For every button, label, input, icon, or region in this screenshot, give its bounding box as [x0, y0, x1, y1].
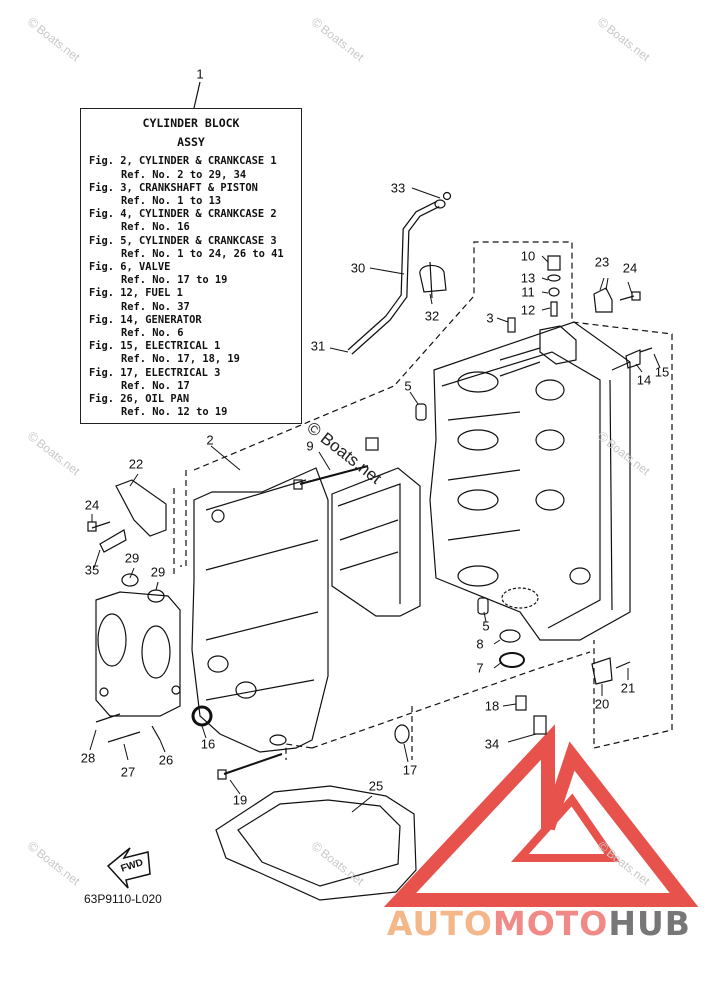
callout-1: 1	[196, 66, 204, 82]
legend-ref: Ref. No. 12 to 19	[121, 406, 228, 419]
legend-subtitle: ASSY	[177, 135, 205, 150]
reference-legend: CYLINDER BLOCK ASSY Fig. 2, CYLINDER & C…	[80, 108, 302, 424]
callout-18: 18	[484, 698, 500, 714]
plug-stack-part	[547, 255, 561, 317]
brand-logo-inner	[511, 793, 620, 862]
callout-19: 19	[232, 792, 248, 808]
legend-ref: Ref. No. 2 to 29, 34	[121, 168, 247, 181]
callout-13: 13	[520, 270, 536, 286]
crankcase-middle-part	[331, 467, 421, 617]
legend-ref: Ref. No. 1 to 13	[121, 195, 222, 208]
gasket-part	[215, 785, 417, 901]
callout-25: 25	[368, 778, 384, 794]
callout-12: 12	[520, 302, 536, 318]
callout-34: 34	[484, 736, 500, 752]
clamp-part	[419, 261, 447, 299]
crankcase-left-part	[191, 467, 329, 753]
callout-5b: 5	[482, 618, 490, 634]
callout-28: 28	[80, 750, 96, 766]
callout-8: 8	[476, 636, 484, 652]
callout-9: 9	[306, 438, 314, 454]
legend-title: CYLINDER BLOCK	[142, 116, 240, 130]
callout-7: 7	[476, 660, 484, 676]
callout-2: 2	[206, 432, 214, 448]
callout-21: 21	[620, 680, 636, 696]
callout-5a: 5	[404, 378, 412, 394]
legend-ref: Ref. No. 6	[121, 327, 184, 340]
cylinder-block-part	[429, 321, 631, 641]
callout-3: 3	[486, 310, 494, 326]
callout-26: 26	[158, 752, 174, 768]
callout-35: 35	[84, 562, 100, 578]
legend-fig: Fig. 2, CYLINDER & CRANKCASE 1	[89, 155, 277, 168]
oil-tube-part	[347, 191, 452, 355]
legend-ref: Ref. No. 17, 18, 19	[121, 353, 240, 366]
legend-fig: Fig. 14, GENERATOR	[89, 313, 202, 326]
callout-24a: 24	[622, 260, 638, 276]
callout-23: 23	[594, 254, 610, 270]
fwd-arrow-icon	[106, 847, 151, 889]
legend-fig: Fig. 26, OIL PAN	[89, 393, 190, 406]
legend-fig: Fig. 5, CYLINDER & CRANKCASE 3	[89, 234, 277, 247]
callout-29b: 29	[150, 564, 166, 580]
callout-17: 17	[402, 762, 418, 778]
cylinder-head-part	[95, 573, 181, 717]
legend-fig: Fig. 6, VALVE	[89, 261, 171, 274]
callout-14: 14	[636, 372, 652, 388]
callout-31: 31	[310, 338, 326, 354]
drawing-code: 63P9110-L020	[84, 892, 162, 906]
callout-10: 10	[520, 248, 536, 264]
legend-ref: Ref. No. 17	[121, 379, 190, 392]
legend-fig: Fig. 4, CYLINDER & CRANKCASE 2	[89, 208, 277, 221]
callout-30: 30	[350, 260, 366, 276]
callout-29a: 29	[124, 550, 140, 566]
brand-part-moto: MOTO	[492, 904, 609, 943]
callout-27: 27	[120, 764, 136, 780]
callout-20: 20	[594, 696, 610, 712]
callout-11: 11	[521, 284, 535, 300]
brand-logo-mark	[383, 724, 699, 907]
brand-part-auto: AUTO	[387, 904, 493, 943]
legend-fig: Fig. 17, ELECTRICAL 3	[89, 366, 221, 379]
callout-24b: 24	[84, 497, 100, 513]
callout-16: 16	[200, 736, 216, 752]
legend-ref: Ref. No. 16	[121, 221, 190, 234]
legend-fig: Fig. 3, CRANKSHAFT & PISTON	[89, 181, 258, 194]
callout-32: 32	[424, 308, 440, 324]
callout-33: 33	[390, 180, 406, 196]
callout-15: 15	[654, 364, 670, 380]
legend-fig: Fig. 15, ELECTRICAL 1	[89, 340, 221, 353]
legend-ref: Ref. No. 37	[121, 300, 190, 313]
leader-lines	[89, 187, 661, 813]
brand-wordmark: AUTOMOTOHUB	[387, 906, 707, 942]
brand-part-hub: HUB	[608, 904, 691, 943]
legend-fig: Fig. 12, FUEL 1	[89, 287, 183, 300]
legend-ref: Ref. No. 1 to 24, 26 to 41	[121, 247, 284, 260]
callout-22: 22	[128, 456, 144, 472]
assembly-dashed-lines	[173, 241, 673, 760]
legend-ref: Ref. No. 17 to 19	[121, 274, 228, 287]
